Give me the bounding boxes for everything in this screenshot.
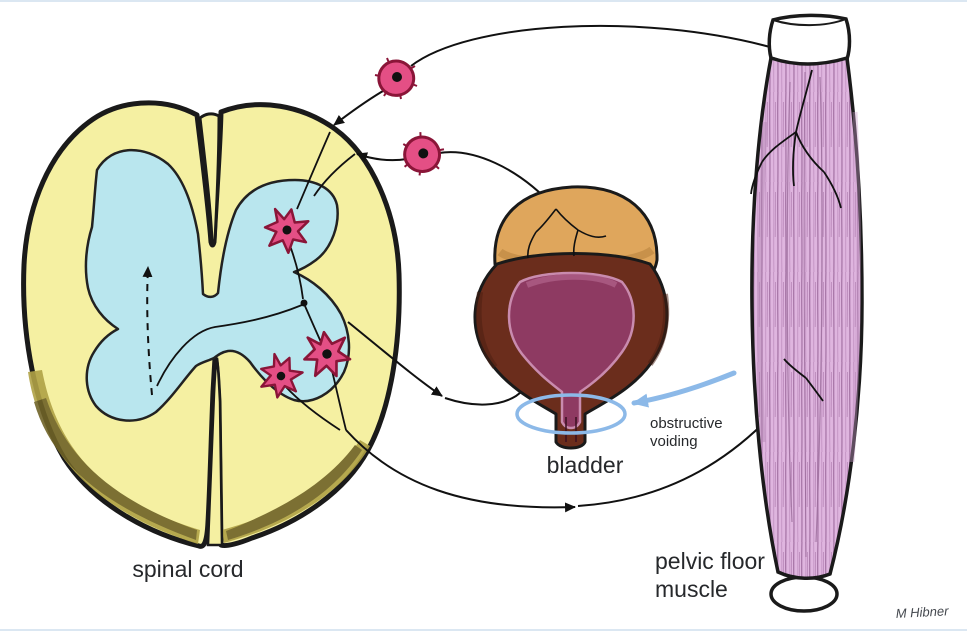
obstructive-label-line2: voiding bbox=[650, 433, 698, 450]
fiber-muscle-to-ganglion bbox=[410, 24, 771, 67]
spinal-cord-cut-edge-shading bbox=[28, 370, 370, 544]
bladder-lumen-highlight bbox=[525, 273, 618, 288]
bladder-nerve-branches bbox=[527, 208, 607, 259]
obstruction-arrow bbox=[631, 370, 737, 408]
muscle-nerve-tree bbox=[750, 69, 842, 209]
bladder-lumen bbox=[507, 271, 635, 430]
bladder-illustration bbox=[473, 185, 670, 450]
spinal-cord-label: spinal cord bbox=[132, 556, 243, 582]
obstruction-ellipse bbox=[515, 393, 627, 435]
fiber-ganglion1-to-cord bbox=[333, 90, 384, 126]
synapse-dot bbox=[300, 299, 308, 307]
intraspinal-pathways bbox=[156, 131, 356, 431]
ventral-fissure bbox=[206, 357, 224, 547]
bladder-wall-shading-right bbox=[647, 293, 670, 366]
afferent-fibers bbox=[333, 24, 771, 210]
spinal-cord-illustration bbox=[21, 100, 402, 549]
pelvic-floor-muscle-label: pelvic floor muscle bbox=[655, 548, 771, 602]
pelvic-floor-label-line2: muscle bbox=[655, 576, 728, 602]
obstructive-voiding-label: obstructive voiding bbox=[650, 415, 727, 450]
pelvic-floor-label-line1: pelvic floor bbox=[655, 548, 765, 574]
bladder-label: bladder bbox=[547, 452, 624, 478]
muscle-top-tendon-rim bbox=[772, 18, 847, 27]
bladder-wall-shading-left bbox=[475, 291, 498, 369]
ascending-tract-arrow bbox=[142, 266, 153, 396]
muscle-nerve-entry-lower bbox=[783, 358, 824, 402]
urethra-lines bbox=[565, 417, 577, 442]
pelvic-floor-muscle-illustration bbox=[750, 13, 864, 613]
dorsal-root-ganglion-2 bbox=[393, 126, 451, 183]
fiber-ganglion2-to-cord bbox=[356, 152, 408, 162]
dorsal-fissure bbox=[198, 112, 221, 246]
muscle-bottom-tendon bbox=[769, 575, 839, 613]
fiber-cord-to-bladder bbox=[347, 321, 443, 397]
fiber-cord-to-muscle-1 bbox=[345, 429, 576, 513]
obstructive-label-line1: obstructive bbox=[650, 415, 723, 432]
artist-signature: M Hibner bbox=[895, 603, 949, 621]
muscle-belly bbox=[750, 55, 864, 580]
